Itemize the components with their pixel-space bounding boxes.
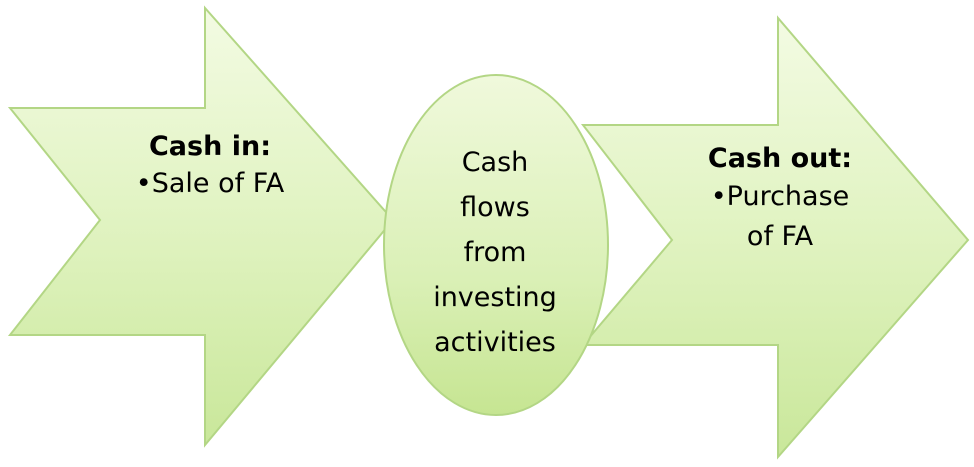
center-line: flows xyxy=(460,192,530,223)
cash-out-item-line: •Purchase xyxy=(710,181,850,212)
cash-in-heading: Cash in: xyxy=(148,131,271,162)
center-ellipse xyxy=(383,74,609,416)
cash-out-heading: Cash out: xyxy=(707,143,853,174)
center-label: Cash flows from investing activities xyxy=(395,140,595,365)
center-line: investing xyxy=(433,282,557,313)
cash-out-item-line: of FA xyxy=(746,221,814,252)
cash-in-item: •Sale of FA xyxy=(135,168,285,199)
cash-in-label: Cash in: •Sale of FA xyxy=(95,128,325,202)
cash-in-arrow xyxy=(7,5,395,448)
cash-out-arrow xyxy=(580,15,970,460)
center-line: activities xyxy=(434,327,556,358)
center-line: from xyxy=(463,237,527,268)
center-line: Cash xyxy=(461,147,529,178)
cash-out-label: Cash out: •Purchase of FA xyxy=(665,140,895,257)
